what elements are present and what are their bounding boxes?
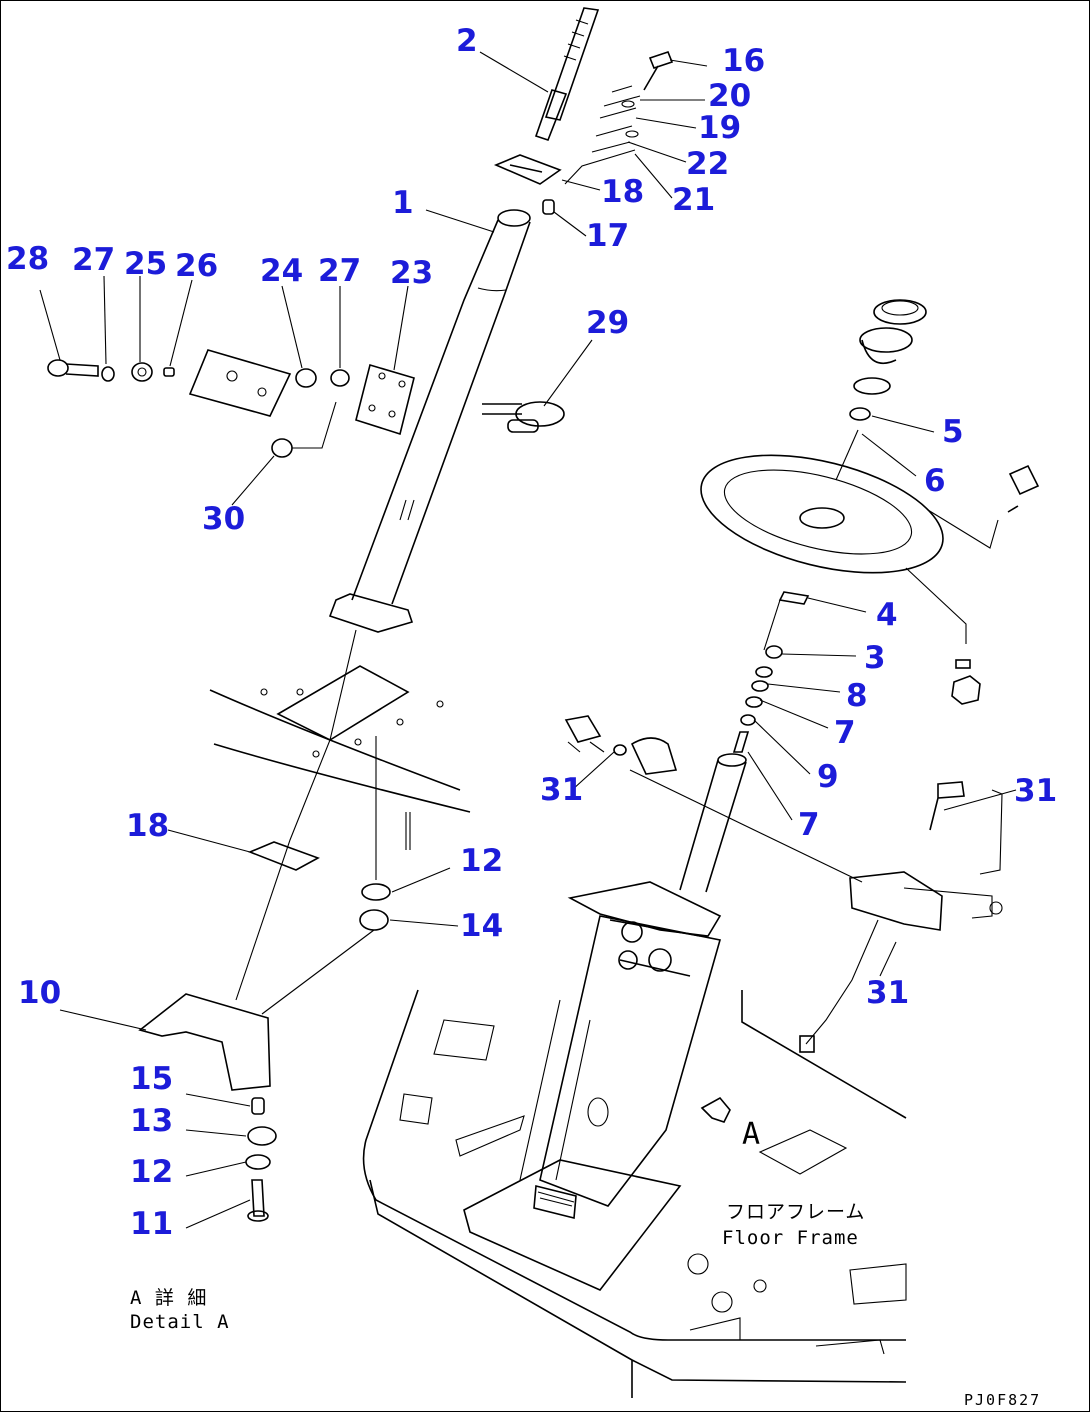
callout-31b: 31 bbox=[1014, 773, 1058, 809]
callout-24: 24 bbox=[260, 253, 304, 289]
detail-label-en: Detail A bbox=[130, 1311, 230, 1333]
cushion-part bbox=[359, 909, 389, 931]
callout-11: 11 bbox=[130, 1206, 174, 1242]
callout-2: 2 bbox=[456, 23, 478, 59]
callout-22: 22 bbox=[686, 146, 730, 182]
floor-frame-outline-part bbox=[362, 989, 907, 1398]
floor-frame-label-en: Floor Frame bbox=[722, 1227, 859, 1249]
callout-17: 17 bbox=[586, 218, 630, 254]
callout-27a: 27 bbox=[72, 242, 116, 278]
callout-3: 3 bbox=[864, 640, 886, 676]
callout-4: 4 bbox=[876, 597, 898, 633]
drawing-code: PJ0F827 bbox=[964, 1391, 1042, 1409]
callout-7a: 7 bbox=[834, 715, 856, 751]
callout-18b: 18 bbox=[126, 808, 170, 844]
bolt-set-part bbox=[564, 51, 674, 185]
callout-12b: 12 bbox=[130, 1154, 174, 1190]
callout-6: 6 bbox=[924, 463, 946, 499]
pin-part bbox=[542, 199, 555, 215]
floor-plate-part bbox=[209, 629, 471, 1001]
callout-21: 21 bbox=[672, 182, 716, 218]
callout-27b: 27 bbox=[318, 253, 362, 289]
callout-10: 10 bbox=[18, 975, 62, 1011]
callout-19: 19 bbox=[698, 110, 742, 146]
steering-shaft-part bbox=[534, 7, 600, 141]
leader-lines bbox=[39, 51, 1017, 1229]
support-bracket-left-part bbox=[564, 715, 863, 883]
callout-28: 28 bbox=[6, 241, 50, 277]
callout-1: 1 bbox=[392, 185, 414, 221]
support-bracket-right-part bbox=[799, 781, 1003, 1053]
callout-16: 16 bbox=[722, 43, 766, 79]
detail-label-jp: A 詳 細 bbox=[130, 1287, 208, 1309]
callout-14: 14 bbox=[460, 908, 504, 944]
callout-23: 23 bbox=[390, 255, 434, 291]
callout-13: 13 bbox=[130, 1103, 174, 1139]
bracket-assembly-part bbox=[47, 349, 415, 458]
clamp-part bbox=[482, 401, 565, 433]
callout-25: 25 bbox=[124, 246, 168, 282]
callout-5: 5 bbox=[942, 414, 964, 450]
spacer-stack-part bbox=[732, 591, 810, 753]
washer-part bbox=[361, 883, 391, 901]
lower-bracket-part bbox=[138, 993, 271, 1091]
floor-frame-label-jp: フロアフレーム bbox=[726, 1201, 866, 1223]
column-tube-part bbox=[328, 209, 531, 633]
callout-31a: 31 bbox=[540, 772, 584, 808]
callout-29: 29 bbox=[586, 305, 630, 341]
callout-26: 26 bbox=[175, 248, 219, 284]
callout-30: 30 bbox=[202, 501, 246, 537]
callout-7b: 7 bbox=[798, 807, 820, 843]
section-ref-label: A bbox=[742, 1117, 762, 1152]
callout-12a: 12 bbox=[460, 843, 504, 879]
callout-31c: 31 bbox=[866, 975, 910, 1011]
callout-8: 8 bbox=[846, 678, 868, 714]
view-arrow-icon bbox=[700, 1096, 731, 1123]
column-pedestal-part bbox=[463, 753, 747, 1291]
steering-wheel-part bbox=[700, 299, 1040, 705]
flange-plate-part bbox=[493, 154, 562, 185]
callout-9: 9 bbox=[817, 759, 839, 795]
lower-hardware-part bbox=[245, 1097, 277, 1222]
callout-15: 15 bbox=[130, 1061, 174, 1097]
callout-20: 20 bbox=[708, 78, 752, 114]
lower-plate-part bbox=[247, 841, 320, 871]
callout-18a: 18 bbox=[601, 174, 645, 210]
